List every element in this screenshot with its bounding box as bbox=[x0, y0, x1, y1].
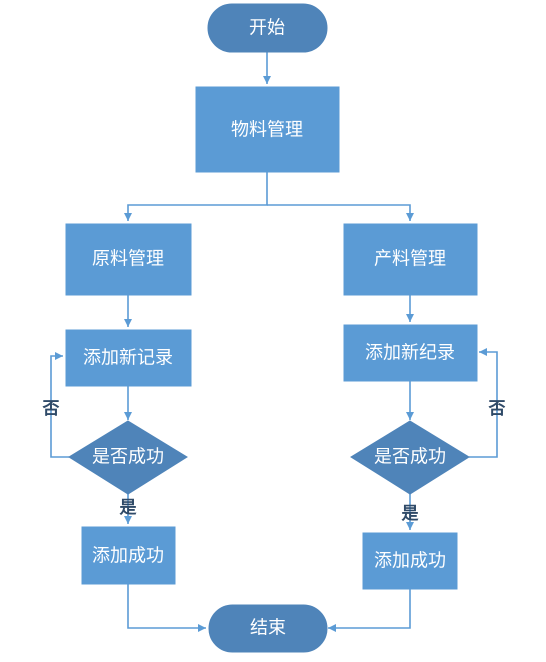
arrow-material-to-raw bbox=[124, 172, 268, 221]
product-management-box bbox=[343, 223, 478, 296]
node-product-management: 产料管理 bbox=[343, 223, 478, 296]
product-yes-label: 是 bbox=[402, 504, 419, 524]
raw-add-record-label: 添加新记录 bbox=[83, 348, 173, 369]
raw-management-label: 原料管理 bbox=[92, 249, 164, 270]
raw-no-label: 否 bbox=[42, 399, 60, 419]
connectors bbox=[50, 52, 498, 632]
raw-management-box bbox=[65, 223, 192, 296]
raw-success-label: 添加成功 bbox=[92, 546, 164, 567]
product-no-label: 否 bbox=[488, 399, 506, 419]
material-management-box bbox=[195, 86, 340, 173]
raw-decision-label: 是否成功 bbox=[92, 447, 164, 468]
node-product-add-record: 添加新纪录 bbox=[343, 324, 478, 382]
product-success-label: 添加成功 bbox=[374, 551, 446, 572]
node-raw-management: 原料管理 bbox=[65, 223, 192, 296]
arrow-raw-success-to-end bbox=[127, 584, 206, 632]
start-terminal-shape bbox=[207, 3, 328, 53]
material-management-label: 物料管理 bbox=[231, 120, 303, 141]
raw-decision-diamond bbox=[68, 420, 188, 495]
product-decision-diamond bbox=[350, 420, 470, 495]
node-product-success: 添加成功 bbox=[362, 532, 458, 590]
end-terminal-shape bbox=[208, 604, 328, 653]
product-management-label: 产料管理 bbox=[374, 249, 446, 270]
product-add-record-box bbox=[343, 324, 478, 382]
node-raw-decision: 是否成功 bbox=[68, 420, 188, 495]
node-product-decision: 是否成功 bbox=[350, 420, 470, 495]
arrow-raw-decision-no-loop bbox=[50, 352, 69, 458]
node-start: 开始 bbox=[207, 3, 328, 53]
node-end: 结束 bbox=[208, 604, 328, 653]
raw-success-box bbox=[81, 526, 176, 585]
node-raw-success: 添加成功 bbox=[81, 526, 176, 585]
product-decision-label: 是否成功 bbox=[374, 447, 446, 468]
product-add-record-label: 添加新纪录 bbox=[365, 343, 455, 364]
arrow-product-success-to-end bbox=[328, 589, 411, 632]
end-label: 结束 bbox=[250, 618, 286, 639]
arrow-material-to-product bbox=[267, 204, 414, 221]
start-label: 开始 bbox=[249, 18, 285, 39]
product-success-box bbox=[362, 532, 458, 590]
node-material-management: 物料管理 bbox=[195, 86, 340, 173]
arrow-product-decision-no-loop bbox=[469, 348, 498, 458]
node-raw-add-record: 添加新记录 bbox=[65, 329, 192, 387]
raw-add-record-box bbox=[65, 329, 192, 387]
raw-yes-label: 是 bbox=[120, 498, 137, 518]
